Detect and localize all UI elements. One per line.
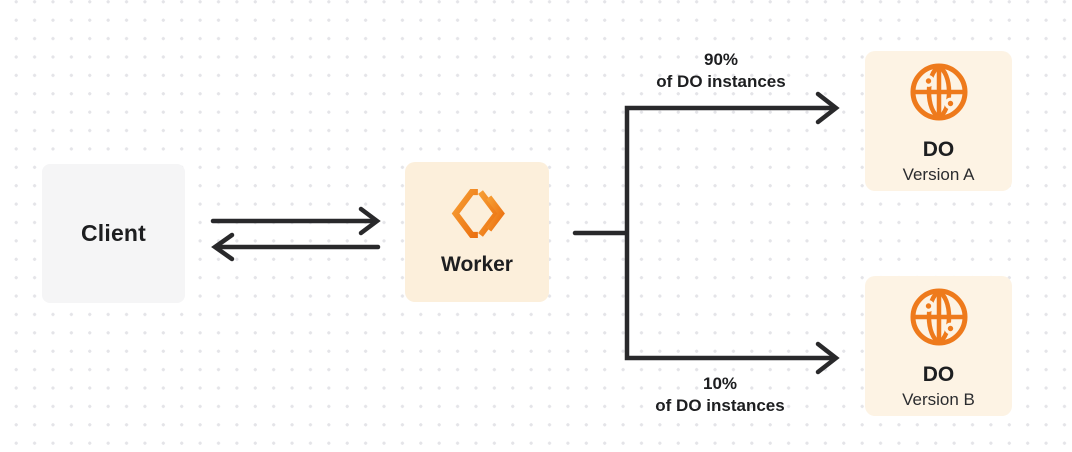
arrowhead-branch-bottom-icon bbox=[815, 341, 840, 375]
node-client: Client bbox=[42, 164, 185, 303]
arrowhead-left-icon bbox=[211, 232, 235, 262]
node-worker-label: Worker bbox=[441, 253, 513, 276]
globe-dot-icon bbox=[922, 300, 934, 312]
arrowhead-right-icon bbox=[358, 206, 381, 236]
node-do-version-b: DO Version B bbox=[865, 276, 1012, 416]
cloudflare-workers-logo-icon bbox=[451, 189, 505, 238]
node-do-b-title: DO bbox=[922, 363, 955, 386]
node-do-a-subtitle: Version A bbox=[902, 165, 975, 184]
globe-dot-icon bbox=[922, 75, 934, 87]
node-client-label: Client bbox=[80, 220, 147, 246]
edge-branch-trunk bbox=[572, 105, 835, 361]
node-do-b-subtitle: Version B bbox=[902, 390, 975, 409]
node-do-a-title: DO bbox=[922, 138, 955, 161]
label-90-percent-branch: 90% of DO instances bbox=[591, 49, 851, 93]
globe-icon bbox=[910, 288, 967, 346]
label-90-percent-line1: 90% bbox=[703, 50, 739, 69]
node-worker: Worker bbox=[405, 162, 549, 302]
label-10-percent-branch: 10% of DO instances bbox=[590, 373, 850, 417]
label-10-percent-line1: 10% bbox=[702, 374, 738, 393]
label-10-percent-line2: of DO instances bbox=[655, 396, 785, 415]
node-do-version-a: DO Version A bbox=[865, 51, 1012, 191]
arrowhead-branch-top-icon bbox=[815, 91, 840, 125]
label-90-percent-line2: of DO instances bbox=[656, 72, 786, 91]
globe-icon bbox=[910, 63, 967, 121]
globe-dot-icon bbox=[944, 322, 956, 335]
globe-dot-icon bbox=[944, 97, 956, 110]
